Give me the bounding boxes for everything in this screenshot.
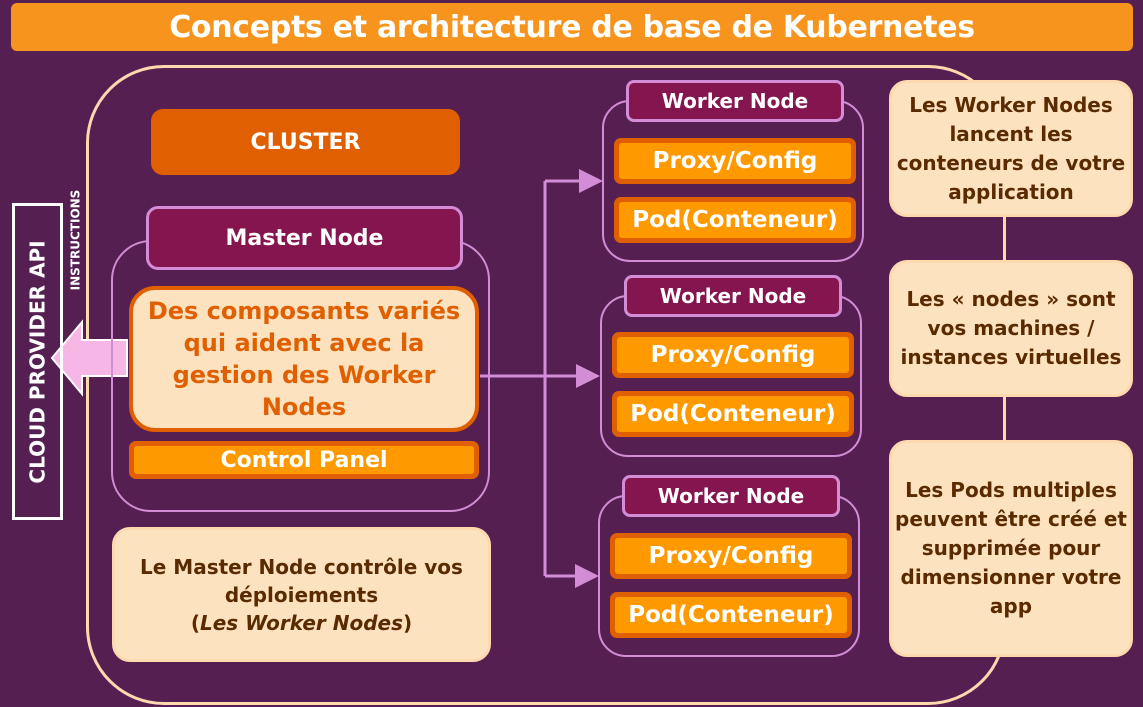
cluster-label: CLUSTER — [151, 109, 460, 175]
worker-node-1-proxy-label: Proxy/Config — [619, 143, 851, 179]
master-node-tab: Master Node — [146, 206, 463, 270]
cloud-provider-label: CLOUD PROVIDER API — [25, 239, 50, 484]
worker-node-2-proxy-bar: Proxy/Config — [612, 332, 854, 378]
instructions-arrow-icon — [50, 319, 128, 397]
master-note-italic: Les Worker Nodes — [200, 610, 403, 635]
nodes-note-text: Les « nodes » sont vos machines / instan… — [900, 287, 1122, 369]
master-components-text: Des composants variés qui aident avec la… — [147, 297, 461, 421]
worker-nodes-note-text: Les Worker Nodes lancent les conteneurs … — [896, 92, 1126, 204]
master-note-subline: (Les Worker Nodes) — [191, 609, 412, 637]
worker-node-1-pod-label: Pod(Conteneur) — [619, 202, 851, 238]
worker-node-tab-2: Worker Node — [624, 275, 842, 317]
worker-node-3-pod-bar: Pod(Conteneur) — [610, 592, 852, 638]
nodes-note: Les « nodes » sont vos machines / instan… — [889, 260, 1133, 397]
master-node-note: Le Master Node contrôle vos déploiements… — [112, 527, 491, 662]
control-panel-bar: Control Panel — [129, 441, 479, 479]
worker-node-2-pod-label: Pod(Conteneur) — [617, 396, 849, 432]
worker-node-tab-3: Worker Node — [622, 475, 840, 517]
pods-note-text: Les Pods multiples peuvent être créé et … — [895, 478, 1127, 618]
instructions-label-wrap: INSTRUCTIONS — [60, 185, 90, 295]
worker-node-2-pod-bar: Pod(Conteneur) — [612, 391, 854, 437]
worker-node-1-proxy-bar: Proxy/Config — [614, 138, 856, 184]
worker-node-1-pod-bar: Pod(Conteneur) — [614, 197, 856, 243]
worker-node-3-pod-label: Pod(Conteneur) — [615, 597, 847, 633]
worker-node-3-proxy-label: Proxy/Config — [615, 538, 847, 574]
instructions-label: INSTRUCTIONS — [68, 189, 83, 291]
worker-nodes-note: Les Worker Nodes lancent les conteneurs … — [889, 80, 1133, 217]
pods-note: Les Pods multiples peuvent être créé et … — [889, 440, 1133, 657]
cloud-provider-box: CLOUD PROVIDER API — [12, 203, 63, 520]
control-panel-label: Control Panel — [134, 446, 474, 474]
worker-node-3-proxy-bar: Proxy/Config — [610, 533, 852, 579]
worker-node-tab-1: Worker Node — [626, 80, 844, 122]
master-note-line: Le Master Node contrôle vos déploiements — [140, 554, 463, 607]
master-note-paren-open: ( — [190, 610, 200, 635]
worker-node-2-proxy-label: Proxy/Config — [617, 337, 849, 373]
page-title: Concepts et architecture de base de Kube… — [11, 3, 1133, 51]
master-note-paren-close: ) — [403, 610, 413, 635]
master-components-box: Des composants variés qui aident avec la… — [129, 286, 479, 432]
